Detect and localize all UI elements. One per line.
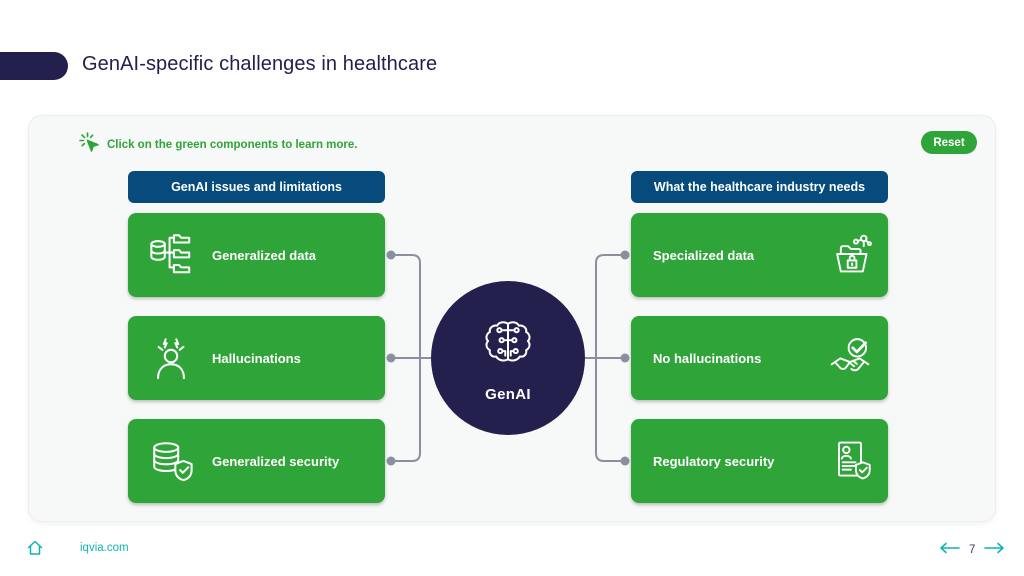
left-item-hallucinations[interactable]: Hallucinations xyxy=(128,316,385,400)
connector-lines xyxy=(386,250,630,466)
handshake-check-icon xyxy=(828,335,872,382)
instruction: Click on the green components to learn m… xyxy=(78,131,358,158)
next-slide-arrow-icon[interactable] xyxy=(984,541,1006,559)
right-column-header: What the healthcare industry needs xyxy=(631,171,888,203)
button-label: Hallucinations xyxy=(212,350,301,366)
database-folders-icon xyxy=(148,231,194,280)
database-shield-icon xyxy=(148,437,194,486)
page-number: 7 xyxy=(969,544,976,556)
cursor-click-icon xyxy=(78,131,100,158)
person-stress-icon xyxy=(148,334,194,383)
genai-label: GenAI xyxy=(485,386,531,403)
right-item-no-hallucinations[interactable]: No hallucinations xyxy=(631,316,888,400)
page-title: GenAI-specific challenges in healthcare xyxy=(82,53,438,75)
right-item-specialized-data[interactable]: Specialized data xyxy=(631,213,888,297)
brain-circuit-icon xyxy=(479,313,537,376)
title-accent-pill xyxy=(0,52,68,80)
previous-slide-arrow-icon[interactable] xyxy=(938,541,960,559)
left-item-generalized-data[interactable]: Generalized data xyxy=(128,213,385,297)
secure-data-box-icon xyxy=(828,232,872,279)
button-label: Generalized data xyxy=(212,247,317,263)
slide-navigation: 7 xyxy=(938,541,1006,559)
document-shield-icon xyxy=(828,438,872,485)
home-icon[interactable] xyxy=(26,539,44,562)
button-label: No hallucinations xyxy=(653,350,762,366)
button-label: Specialized data xyxy=(653,247,755,263)
instruction-text: Click on the green components to learn m… xyxy=(107,138,358,151)
button-label: Regulatory security xyxy=(653,453,775,469)
left-column-header: GenAI issues and limitations xyxy=(128,171,385,203)
genai-hub: GenAI xyxy=(431,281,585,435)
button-label: Generalized security xyxy=(212,453,340,469)
reset-button[interactable]: Reset xyxy=(921,131,977,154)
left-item-generalized-security[interactable]: Generalized security xyxy=(128,419,385,503)
right-item-regulatory-security[interactable]: Regulatory security xyxy=(631,419,888,503)
site-link[interactable]: iqvia.com xyxy=(80,542,129,554)
